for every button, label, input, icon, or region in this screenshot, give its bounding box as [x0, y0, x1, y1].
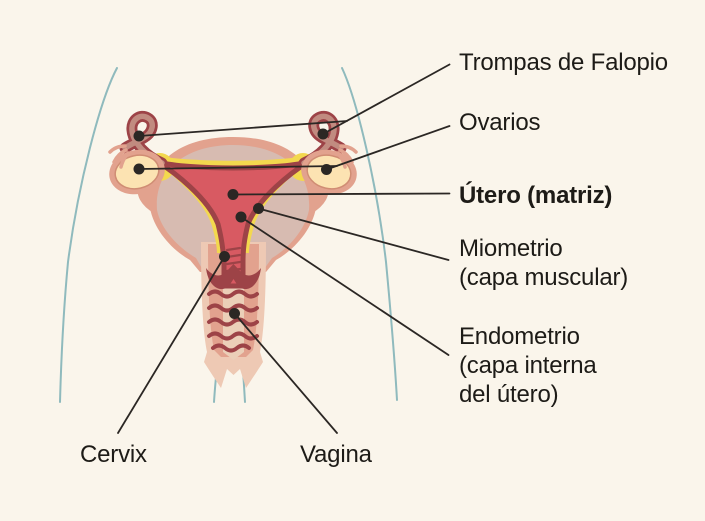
label-cervix: Cervix [80, 441, 147, 468]
leader-line-ovary-right [325, 125, 451, 171]
anchor-dot-fallopian-right [317, 128, 329, 140]
leader-line-endometrium [240, 216, 450, 356]
leader-line-myometrium [257, 207, 450, 261]
label-endometrium: Endometrio (capa interna del útero) [459, 323, 597, 408]
cervix-shape [206, 264, 261, 290]
leader-line-fallopian-left [138, 120, 348, 137]
label-vagina: Vagina [300, 441, 372, 468]
anchor-dots [133, 128, 332, 319]
anchor-dot-vagina [229, 308, 240, 319]
leader-line-uterus [232, 192, 451, 196]
leader-line-ovary-left [138, 165, 338, 170]
anchor-dot-myometrium [253, 203, 264, 214]
anchor-dot-cervix [219, 251, 230, 262]
vaginal-rugae [207, 289, 259, 353]
leader-line-vagina [233, 312, 338, 434]
anchor-dot-endometrium [235, 211, 247, 223]
anchor-dot-ovary-right [321, 164, 332, 175]
label-fallopian-tubes: Trompas de Falopio [459, 49, 668, 76]
anchor-dot-fallopian-left [133, 130, 145, 142]
leader-line-fallopian-right [322, 63, 451, 135]
body-outline-right-hip [341, 67, 398, 401]
fimbriae-left [108, 144, 130, 169]
label-ovaries: Ovarios [459, 109, 541, 136]
fallopian-tube-right [298, 110, 347, 169]
label-uterus: Útero (matriz) [459, 182, 613, 209]
anchor-dot-uterus [227, 189, 239, 200]
label-myometrium: Miometrio (capa muscular) [459, 235, 629, 291]
body-outline-left-hip [59, 67, 118, 403]
leader-line-cervix [117, 255, 226, 434]
anchor-dot-ovary-left [133, 163, 145, 175]
leader-lines [117, 63, 451, 434]
